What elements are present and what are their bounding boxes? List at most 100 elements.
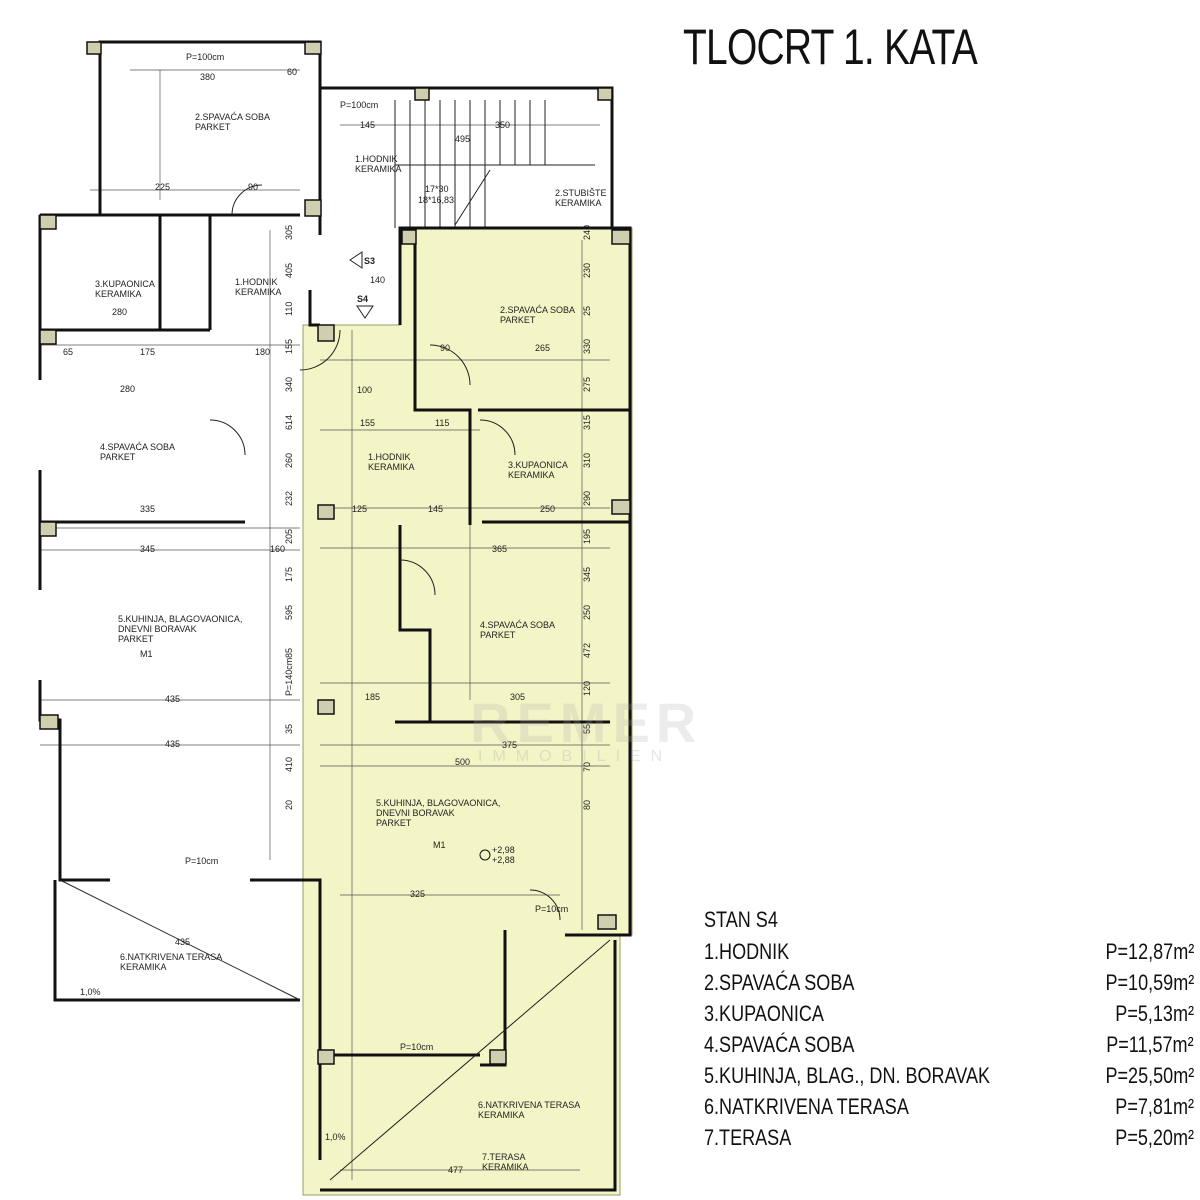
room-label: KERAMIKA [555,198,602,208]
dim-label: 495 [455,134,470,144]
room-label: KERAMIKA [355,164,402,174]
dim-label: 595 [284,605,294,620]
slope-label: 1,0% [80,987,101,997]
slope-label: 1,0% [325,1132,346,1142]
room-label: DNEVNI BORAVAK [118,624,197,634]
dim-label: 250 [540,504,555,514]
dim-label: 100 [357,385,372,395]
dim-label: 90 [440,343,450,353]
dim-label: 435 [165,739,180,749]
stair-spec: 17*30 [425,184,449,194]
room-label: DNEVNI BORAVAK [376,808,455,818]
dim-label: 60 [287,67,297,77]
dim-label: 265 [535,343,550,353]
room-area: P=5,13m² [1115,1001,1194,1026]
dim-label: 160 [270,544,285,554]
watermark-logo: REMER [470,691,703,754]
dim-label: P=10cm [535,904,568,914]
room-name: 2.SPAVAĆA SOBA [704,970,855,995]
legend-row: 1.HODNIK P=12,87m² [704,936,1194,967]
dim-label: 125 [352,504,367,514]
dim-label: 325 [410,889,425,899]
dim-label: 230 [582,263,592,278]
room-area: P=7,81m² [1115,1094,1194,1119]
dim-label: 250 [582,605,592,620]
room-label: 3.KUPAONICA [95,279,155,289]
dim-label: 145 [360,120,375,130]
room-label: 5.KUHINJA, BLAGOVAONICA, [376,798,500,808]
door-swings [59,184,611,1181]
room-name: 1.HODNIK [704,939,790,964]
dim-label: 155 [360,418,375,428]
dim-label: 175 [284,567,294,582]
dim-label: 20 [284,800,294,810]
room-label: KERAMIKA [368,462,415,472]
watermark-subtitle: IMMOBILIEN [478,748,673,765]
staircase [394,100,595,228]
dim-label: 365 [492,544,507,554]
legend-row: 3.KUPAONICA P=5,13m² [704,998,1194,1029]
room-label: 4.SPAVAĆA SOBA [100,442,175,452]
elevation-label: +2,88 [492,855,515,865]
dim-label: 240 [582,225,592,240]
room-label: 6.NATKRIVENA TERASA [478,1100,580,1110]
dim-label: 405 [284,263,294,278]
dimension-labels: 380 225 90 60 145 495 350 280 175 65 180… [63,52,568,1175]
dim-label: 260 [284,453,294,468]
room-label: 7.TERASA [482,1152,526,1162]
room-label: KERAMIKA [508,470,555,480]
dim-label: 330 [582,339,592,354]
dim-label: 310 [582,453,592,468]
room-area: P=5,20m² [1115,1125,1194,1150]
dim-label: 614 [284,415,294,430]
dim-label: 340 [284,377,294,392]
dim-label: 280 [120,384,135,394]
room-area: P=11,57m² [1106,1032,1194,1057]
room-label: 2.SPAVAĆA SOBA [195,112,270,122]
dim-label: P=100cm [340,100,378,110]
dim-label: 500 [455,757,470,767]
dim-label: 175 [140,347,155,357]
room-label: PARKET [195,122,231,132]
room-label: 1.HODNIK [235,277,278,287]
dim-label: 410 [284,757,294,772]
dim-label: 375 [502,740,517,750]
dim-label: P=140cm [284,658,294,696]
dim-label: 25 [582,306,592,316]
dim-label: 275 [582,377,592,392]
room-label: 1.HODNIK [355,154,398,164]
dim-label: 305 [284,225,294,240]
dim-label: 435 [175,937,190,947]
dim-label: 70 [582,762,592,772]
dim-label: 305 [510,692,525,702]
room-label: PARKET [376,818,412,828]
room-label: 3.KUPAONICA [508,460,568,470]
left-unit-labels: 2.SPAVAĆA SOBA PARKET 1.HODNIK KERAMIKA … [80,112,607,997]
room-label: KERAMIKA [478,1110,525,1120]
dim-label: 205 [284,529,294,544]
dim-label: 380 [200,72,215,82]
dim-label: 180 [255,347,270,357]
marker-m1: M1 [140,649,153,659]
section-s3-arrow [349,251,363,269]
room-area: P=10,59m² [1105,970,1194,995]
dim-label: 232 [284,491,294,506]
dim-label: 145 [428,504,443,514]
room-label: KERAMIKA [120,962,167,972]
dim-label: 225 [155,182,170,192]
stair-spec: 18*16,83 [418,195,454,205]
room-name: 3.KUPAONICA [704,1001,824,1026]
room-label: 2.SPAVAĆA SOBA [500,305,575,315]
room-label: PARKET [118,634,154,644]
dim-label: 345 [140,544,155,554]
legend-row: 4.SPAVAĆA SOBA P=11,57m² [704,1029,1194,1060]
room-area: P=12,87m² [1105,939,1194,964]
room-label: PARKET [100,452,136,462]
room-name: 4.SPAVAĆA SOBA [704,1032,855,1057]
dim-label: 140 [370,275,385,285]
dim-label: 115 [435,418,449,428]
